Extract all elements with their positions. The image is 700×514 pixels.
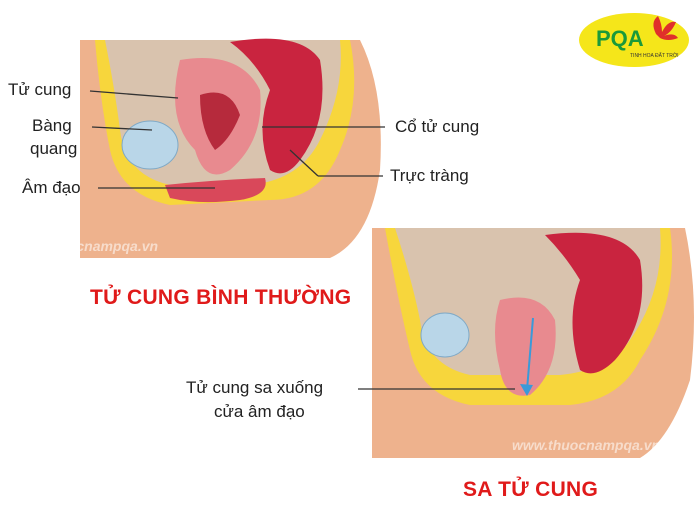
leader-lines [89, 90, 515, 390]
pqa-logo: PQA TINH HOA ĐẤT TRỜI [578, 12, 690, 68]
label-bladder-line1: Bàng [32, 116, 72, 135]
prolapsed-uterus-illustration [372, 228, 694, 458]
svg-text:TINH HOA ĐẤT TRỜI: TINH HOA ĐẤT TRỜI [630, 52, 679, 59]
label-rectum: Trực tràng [390, 166, 469, 185]
label-bladder-line2: quang [30, 139, 78, 158]
normal-title: TỬ CUNG BÌNH THƯỜNG [90, 286, 352, 309]
prolapse-title: SA TỬ CUNG [463, 478, 599, 501]
label-uterus: Tử cung [8, 80, 72, 99]
normal-uterus-illustration [80, 38, 381, 258]
label-prolapse-line1: Tử cung sa xuống [186, 378, 324, 397]
label-cervix: Cổ tử cung [395, 117, 480, 136]
watermark: www.thuocnampqa.vn [512, 437, 661, 453]
watermark: www.thuocnampqa.vn [10, 238, 159, 254]
svg-text:PQA: PQA [596, 26, 644, 51]
label-vagina: Âm đạo [22, 178, 81, 197]
label-prolapse-line2: cửa âm đạo [214, 402, 305, 421]
